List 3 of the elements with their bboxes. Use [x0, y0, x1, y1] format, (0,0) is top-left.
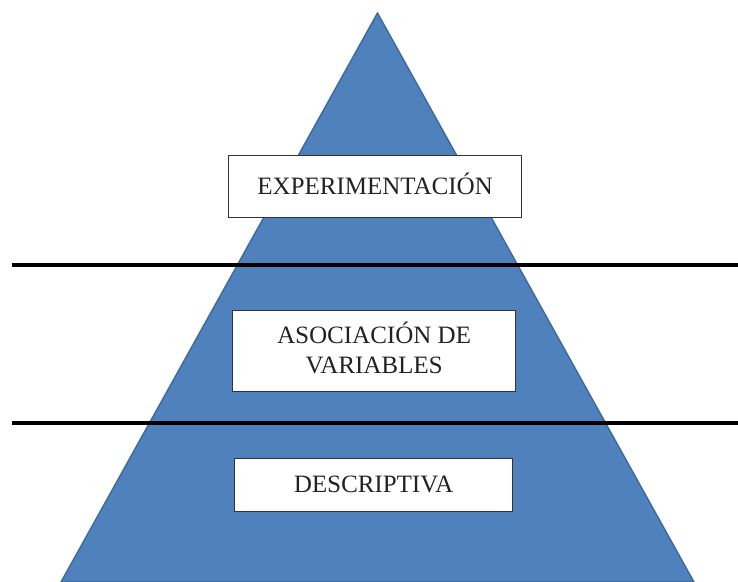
level-label: ASOCIACIÓN DE VARIABLES [232, 310, 516, 392]
level-label: DESCRIPTIVA [234, 458, 513, 512]
level-label: EXPERIMENTACIÓN [228, 155, 522, 218]
